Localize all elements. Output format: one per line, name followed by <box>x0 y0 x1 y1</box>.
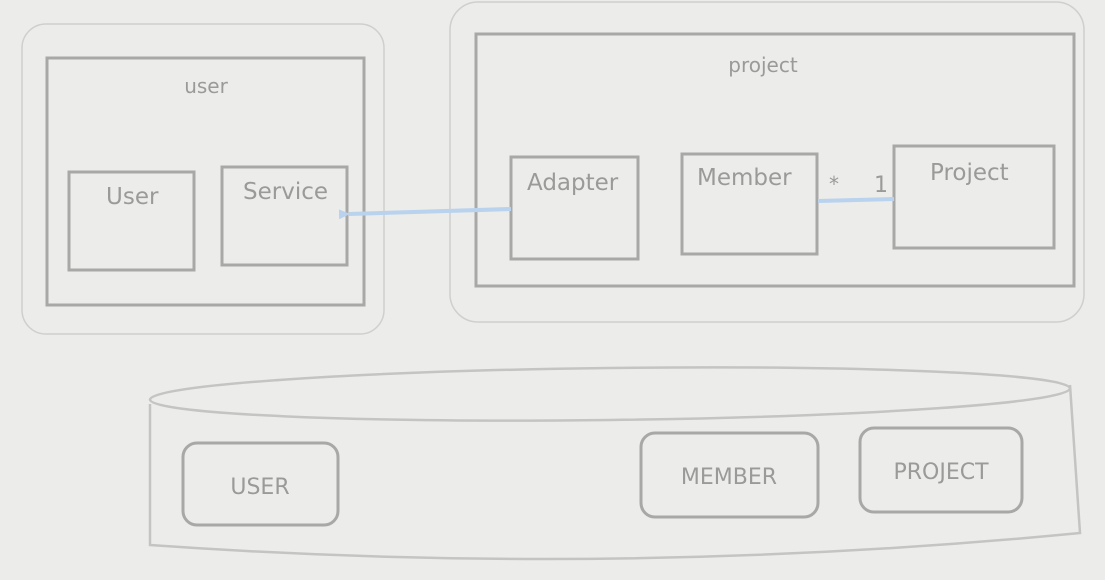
table-project[interactable]: PROJECT <box>858 426 1024 514</box>
project-package-title: project <box>728 53 798 77</box>
project-class-box[interactable]: Project <box>892 144 1056 250</box>
user-package-frame <box>45 56 366 307</box>
service-class-label: Service <box>243 179 328 205</box>
user-module: user User Service <box>21 23 385 335</box>
table-member-label: MEMBER <box>681 465 777 490</box>
table-project-label: PROJECT <box>893 460 989 485</box>
table-user[interactable]: USER <box>181 441 340 527</box>
member-class-label: Member <box>697 165 792 191</box>
user-module-outer-frame <box>21 23 385 335</box>
database-cylinder: USER MEMBER PROJECT <box>148 366 1082 561</box>
association-multiplicity-many: * <box>829 172 839 196</box>
project-class-label: Project <box>930 160 1009 186</box>
database-body <box>148 384 1082 561</box>
project-module: project Adapter Member Project * 1 <box>449 1 1085 323</box>
member-class-box[interactable]: Member <box>680 152 819 256</box>
database-top <box>148 366 1072 422</box>
user-class-box[interactable]: User <box>67 170 196 272</box>
user-class-label: User <box>106 184 159 210</box>
service-class-box[interactable]: Service <box>220 165 349 267</box>
member-project-association <box>817 197 895 203</box>
association-multiplicity-one: 1 <box>874 173 888 198</box>
table-user-label: USER <box>230 475 289 500</box>
project-module-outer-frame <box>449 1 1085 323</box>
user-package-title: user <box>184 74 228 98</box>
project-package-frame <box>474 32 1076 288</box>
adapter-class-label: Adapter <box>527 170 619 196</box>
table-member[interactable]: MEMBER <box>639 431 820 519</box>
adapter-to-service-dependency-arrow <box>338 207 512 220</box>
adapter-class-box[interactable]: Adapter <box>509 155 640 261</box>
